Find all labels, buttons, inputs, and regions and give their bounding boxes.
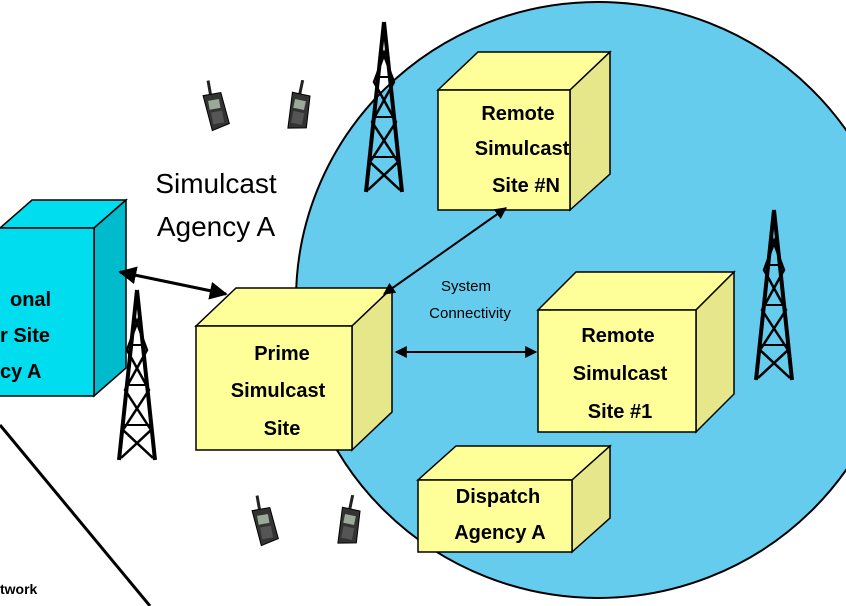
portable-radio-icon <box>200 77 231 132</box>
dispatch-label-line-2: Agency A <box>454 522 546 544</box>
prime-site-label-line-2: Simulcast <box>231 380 326 402</box>
remote-site-n-label-line-1: Remote <box>481 103 554 125</box>
prime-site-label-line-3: Site <box>264 418 301 440</box>
regional-site-label-line-3: cy A <box>0 361 42 383</box>
regional-site-label-line-2: r Site <box>0 325 50 347</box>
portable-radio-icon <box>334 493 367 548</box>
remote-site-1-label-line-2: Simulcast <box>573 363 668 385</box>
network-link-line <box>0 424 152 606</box>
network-label: twork <box>0 581 38 597</box>
dispatch-label-line-1: Dispatch <box>456 486 540 508</box>
remote-site-1-box: Remote Simulcast Site #1 <box>536 270 736 434</box>
remote-site-n-label-line-2: Simulcast <box>475 138 570 160</box>
connectivity-label-line-1: System <box>441 278 491 295</box>
regional-site-box: onal r Site cy A <box>0 198 128 398</box>
dispatch-box: Dispatch Agency A <box>416 444 612 554</box>
regional-site-label-line-1: onal <box>10 289 51 311</box>
prime-site-box: Prime Simulcast Site <box>194 286 394 452</box>
portable-radio-icon <box>249 492 280 547</box>
remote-site-n-box: Remote Simulcast Site #N <box>436 50 612 212</box>
prime-remote-n-link <box>383 207 507 295</box>
connectivity-label-line-2: Connectivity <box>429 305 511 322</box>
agency-label-line-2: Agency A <box>157 211 276 242</box>
remote-site-1-label-line-1: Remote <box>581 325 654 347</box>
agency-label-line-1: Simulcast <box>155 168 277 199</box>
prime-site-label-line-1: Prime <box>254 343 310 365</box>
remote-site-1-label-line-3: Site #1 <box>588 401 652 423</box>
remote-site-n-label-line-3: Site #N <box>492 175 560 197</box>
portable-radio-icon <box>284 78 317 133</box>
regional-prime-link <box>118 266 228 300</box>
